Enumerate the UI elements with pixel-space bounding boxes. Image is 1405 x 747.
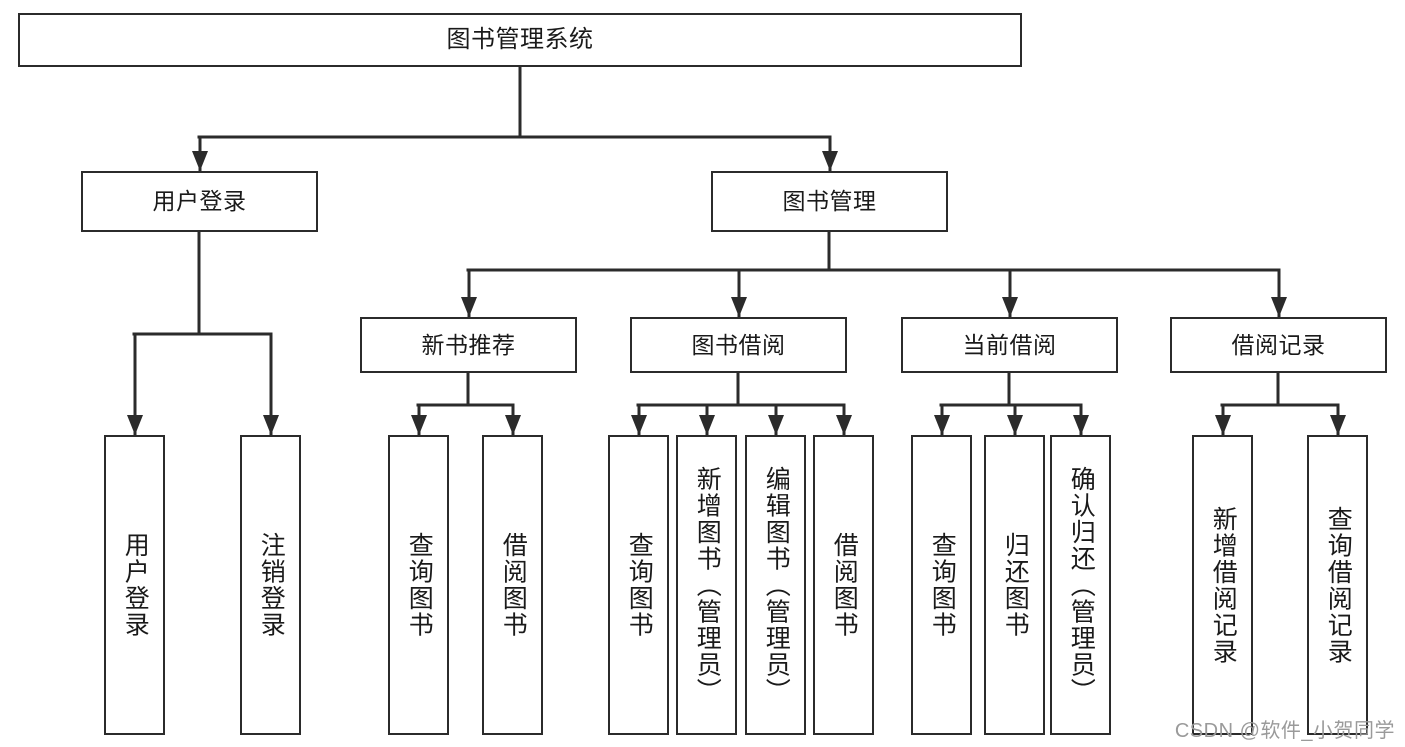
leaf-label-wrap: 查询图书 [610, 437, 667, 733]
arrowhead-leaf-nb-query [411, 415, 427, 435]
node-leaf-nb-borrow[interactable]: 借阅图书 [482, 435, 543, 735]
node-label: 归还图书 [1001, 532, 1030, 638]
arrowhead-leaf-bb-borrow [836, 415, 852, 435]
leaf-label-wrap: 借阅图书 [484, 437, 541, 733]
leaf-label-wrap: 新增图书（管理员） [678, 437, 735, 733]
arrowhead-l3-current [1002, 297, 1018, 317]
node-label: 当前借阅 [962, 331, 1057, 358]
node-l2-user-login[interactable]: 用户登录 [81, 171, 318, 232]
node-label: 注销登录 [257, 532, 286, 638]
arrowhead-l2-book-mgmt [822, 151, 838, 171]
leaf-label-wrap: 新增借阅记录 [1194, 437, 1251, 733]
arrowhead-leaf-bb-query [631, 415, 647, 435]
node-leaf-bb-add[interactable]: 新增图书（管理员） [676, 435, 737, 735]
node-label: 查询图书 [928, 532, 957, 638]
node-label: 借阅记录 [1231, 331, 1326, 358]
node-l2-book-mgmt[interactable]: 图书管理 [711, 171, 948, 232]
node-leaf-bb-query[interactable]: 查询图书 [608, 435, 669, 735]
arrowhead-leaf-user-login [127, 415, 143, 435]
node-label: 用户登录 [152, 188, 247, 215]
node-label: 借阅图书 [830, 532, 859, 638]
node-label: 图书管理系统 [446, 26, 594, 54]
arrowhead-leaf-cb-confirm [1073, 415, 1089, 435]
node-leaf-user-login[interactable]: 用户登录 [104, 435, 165, 735]
node-root[interactable]: 图书管理系统 [18, 13, 1022, 67]
arrowhead-l3-borrow [731, 297, 747, 317]
arrowhead-leaf-cb-query [934, 415, 950, 435]
arrowhead-l2-user-login [192, 151, 208, 171]
node-l3-current[interactable]: 当前借阅 [901, 317, 1118, 373]
node-leaf-logout[interactable]: 注销登录 [240, 435, 301, 735]
leaf-label-wrap: 编辑图书（管理员） [747, 437, 804, 733]
arrowhead-leaf-logout [263, 415, 279, 435]
leaf-label-wrap: 确认归还（管理员） [1052, 437, 1109, 733]
leaf-label-wrap: 注销登录 [242, 437, 299, 733]
leaf-label-wrap: 查询图书 [390, 437, 447, 733]
leaf-label-wrap: 用户登录 [106, 437, 163, 733]
watermark-label: CSDN @软件_小贺同学 [1174, 720, 1395, 742]
arrowhead-leaf-rec-query [1330, 415, 1346, 435]
node-label: 借阅图书 [499, 532, 528, 638]
leaf-label-wrap: 归还图书 [986, 437, 1043, 733]
node-label: 新增借阅记录 [1209, 505, 1238, 665]
node-label: 编辑图书（管理员） [762, 465, 791, 705]
node-leaf-cb-confirm[interactable]: 确认归还（管理员） [1050, 435, 1111, 735]
node-label: 新增图书（管理员） [693, 465, 722, 705]
node-leaf-cb-query[interactable]: 查询图书 [911, 435, 972, 735]
node-label: 图书管理 [782, 188, 877, 215]
node-l3-new-book[interactable]: 新书推荐 [360, 317, 577, 373]
leaf-label-wrap: 查询图书 [913, 437, 970, 733]
node-label: 新书推荐 [421, 331, 516, 358]
node-label: 查询图书 [625, 532, 654, 638]
arrowhead-leaf-bb-edit [768, 415, 784, 435]
node-label: 查询借阅记录 [1324, 505, 1353, 665]
node-l3-records[interactable]: 借阅记录 [1170, 317, 1387, 373]
leaf-label-wrap: 借阅图书 [815, 437, 872, 733]
node-leaf-bb-borrow[interactable]: 借阅图书 [813, 435, 874, 735]
node-leaf-nb-query[interactable]: 查询图书 [388, 435, 449, 735]
arrowhead-leaf-cb-return [1007, 415, 1023, 435]
arrowhead-l3-records [1271, 297, 1287, 317]
arrowhead-l3-new-book [461, 297, 477, 317]
node-label: 用户登录 [121, 532, 150, 638]
node-label: 图书借阅 [691, 331, 786, 358]
arrowhead-leaf-nb-borrow [505, 415, 521, 435]
node-leaf-bb-edit[interactable]: 编辑图书（管理员） [745, 435, 806, 735]
node-leaf-cb-return[interactable]: 归还图书 [984, 435, 1045, 735]
leaf-label-wrap: 查询借阅记录 [1309, 437, 1366, 733]
arrowhead-leaf-bb-add [699, 415, 715, 435]
node-leaf-rec-add[interactable]: 新增借阅记录 [1192, 435, 1253, 735]
node-leaf-rec-query[interactable]: 查询借阅记录 [1307, 435, 1368, 735]
arrowhead-leaf-rec-add [1215, 415, 1231, 435]
node-label: 确认归还（管理员） [1067, 465, 1096, 705]
node-label: 查询图书 [405, 532, 434, 638]
node-l3-borrow[interactable]: 图书借阅 [630, 317, 847, 373]
